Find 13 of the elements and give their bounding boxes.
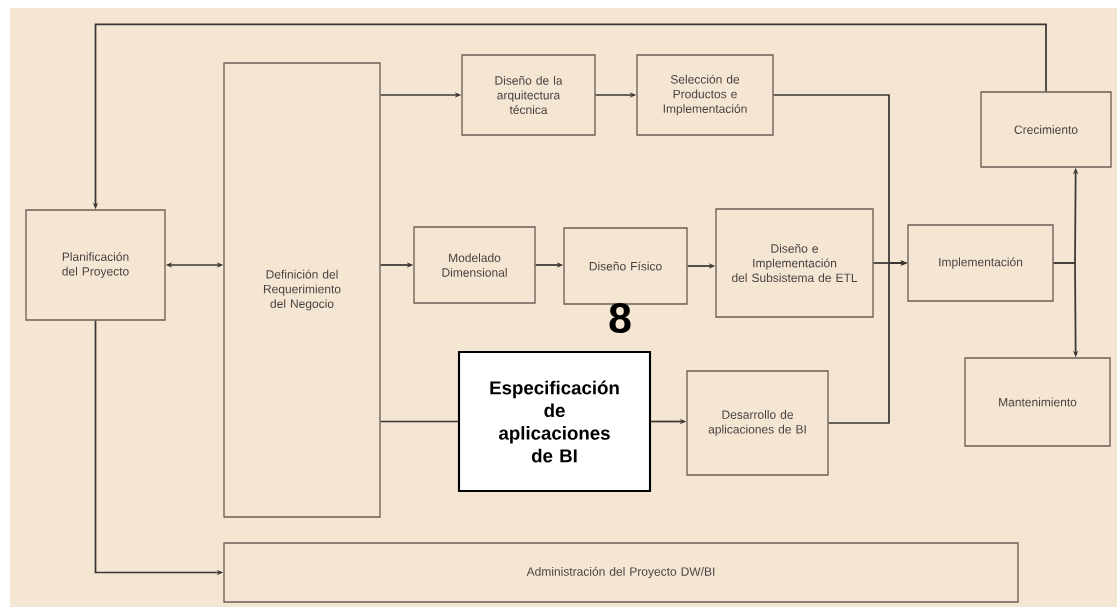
process-box: Crecimiento [980, 91, 1112, 168]
process-box: Definición del Requerimiento del Negocio [223, 62, 381, 518]
process-box: Mantenimiento [964, 357, 1111, 447]
process-box: Selección de Productos e Implementación [636, 54, 774, 136]
step-number: 8 [609, 302, 631, 334]
process-box: Administración del Proyecto DW/BI [223, 542, 1019, 603]
process-box: Planificación del Proyecto [25, 209, 166, 321]
process-box: Desarrollo de aplicaciones de BI [686, 370, 829, 476]
process-box: Diseño de la arquitectura técnica [461, 54, 596, 136]
process-box: Diseño e Implementación del Subsistema de ETL [715, 208, 874, 318]
highlighted-box: Especificación de aplicaciones de BI [457, 350, 652, 493]
process-box: Modelado Dimensional [413, 226, 536, 304]
process-box: Implementación [907, 224, 1054, 302]
